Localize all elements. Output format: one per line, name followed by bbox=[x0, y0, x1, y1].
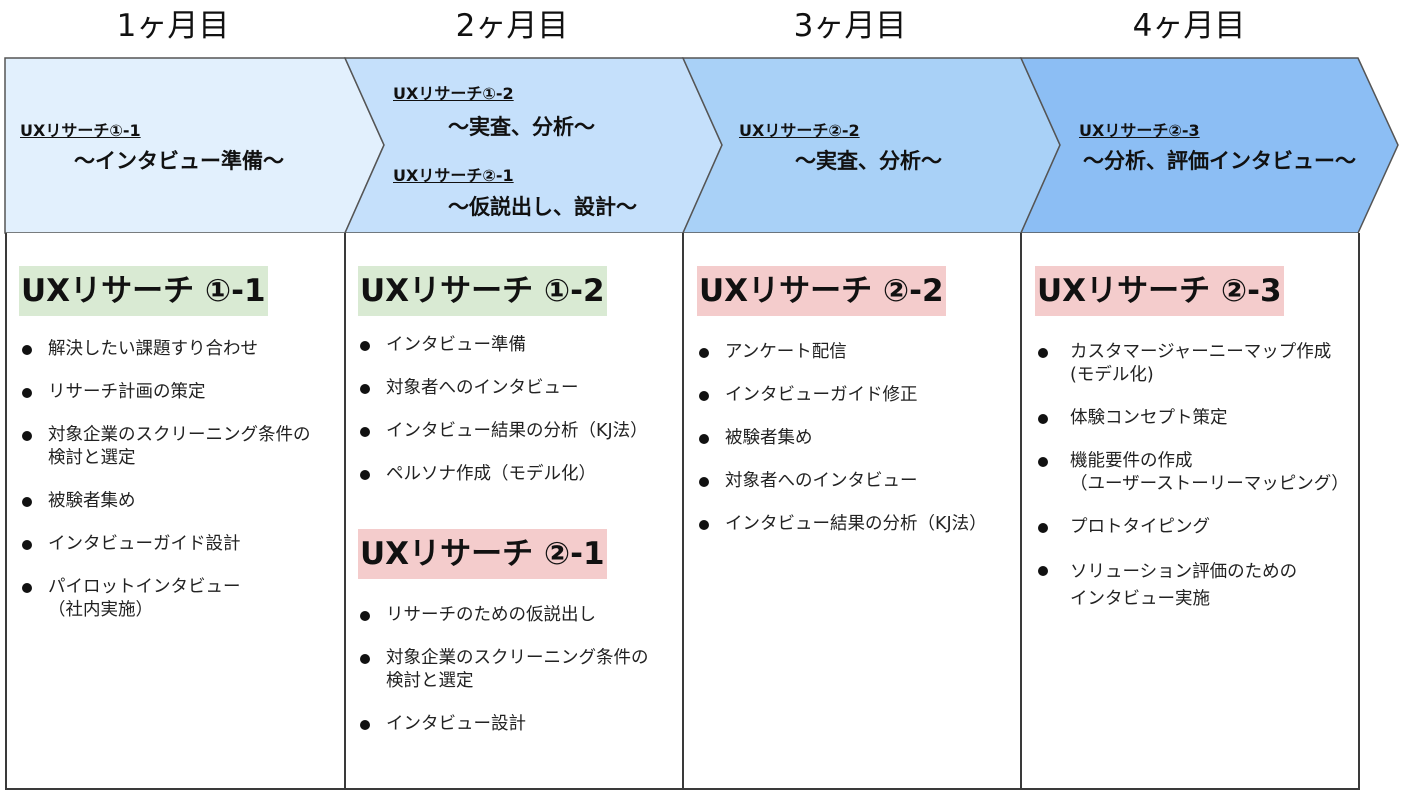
month-label-2: 2ヶ月目 bbox=[455, 8, 569, 44]
phase-3-code: UXリサーチ②-2 bbox=[739, 121, 860, 140]
list-item: 対象企業のスクリーニング条件の検討と選定 bbox=[358, 647, 649, 693]
list-item: プロトタイピング bbox=[1036, 516, 1349, 539]
list-item: リサーチのための仮説出し bbox=[358, 604, 649, 627]
phase-2b-code: UXリサーチ②-1 bbox=[393, 166, 514, 185]
list-item: インタビュー結果の分析（KJ法） bbox=[697, 513, 987, 536]
list-item: 対象企業のスクリーニング条件の検討と選定 bbox=[20, 424, 311, 470]
month-label-1: 1ヶ月目 bbox=[116, 8, 230, 44]
month-label-3: 3ヶ月目 bbox=[793, 8, 907, 44]
section-badge: UXリサーチ ①-2 bbox=[358, 266, 607, 316]
phase-1-code: UXリサーチ①-1 bbox=[20, 121, 141, 140]
list-item: インタビュー設計 bbox=[358, 713, 649, 736]
task-list: カスタマージャーニーマップ作成(モデル化) 体験コンセプト策定 機能要件の作成（… bbox=[1036, 341, 1349, 613]
list-item: インタビューガイド修正 bbox=[697, 384, 987, 407]
list-item: 対象者へのインタビュー bbox=[697, 470, 987, 493]
phase-3-title: ～実査、分析～ bbox=[795, 149, 942, 173]
month-label-4: 4ヶ月目 bbox=[1132, 8, 1246, 44]
list-item: 解決したい課題すり合わせ bbox=[20, 338, 311, 361]
list-item: 被験者集め bbox=[20, 490, 311, 513]
list-item: リサーチ計画の策定 bbox=[20, 381, 311, 404]
section-badge: UXリサーチ ②-2 bbox=[697, 266, 946, 316]
section-badge: UXリサーチ ①-1 bbox=[19, 266, 268, 316]
phase-4-title: ～分析、評価インタビュー～ bbox=[1083, 149, 1356, 173]
task-list: アンケート配信 インタビューガイド修正 被験者集め 対象者へのインタビュー イン… bbox=[697, 341, 987, 536]
list-item: ソリューション評価のための インタビュー実施 bbox=[1036, 559, 1349, 613]
month-3-column bbox=[682, 233, 1022, 790]
list-item: ペルソナ作成（モデル化） bbox=[358, 463, 648, 486]
section-badge: UXリサーチ ②-3 bbox=[1035, 266, 1284, 316]
month-1-column bbox=[5, 233, 346, 790]
list-item: インタビュー準備 bbox=[358, 334, 648, 357]
task-list: 解決したい課題すり合わせ リサーチ計画の策定 対象企業のスクリーニング条件の検討… bbox=[20, 338, 311, 622]
phase-chevron-1 bbox=[4, 57, 385, 234]
task-list: リサーチのための仮説出し 対象企業のスクリーニング条件の検討と選定 インタビュー… bbox=[358, 604, 649, 736]
list-item: 被験者集め bbox=[697, 427, 987, 450]
list-item: インタビューガイド設計 bbox=[20, 533, 311, 556]
phase-chevron-band bbox=[4, 57, 1399, 234]
list-item: アンケート配信 bbox=[697, 341, 987, 364]
phase-4-code: UXリサーチ②-3 bbox=[1079, 121, 1200, 140]
month-4-column bbox=[1020, 233, 1360, 790]
phase-2a-title: ～実査、分析～ bbox=[448, 115, 595, 139]
list-item: カスタマージャーニーマップ作成(モデル化) bbox=[1036, 341, 1349, 387]
list-item: パイロットインタビュー（社内実施） bbox=[20, 576, 311, 622]
phase-chevron-4 bbox=[1019, 57, 1399, 234]
task-list: インタビュー準備 対象者へのインタビュー インタビュー結果の分析（KJ法） ペル… bbox=[358, 334, 648, 486]
phase-chevron-3 bbox=[681, 57, 1061, 234]
list-item: 機能要件の作成（ユーザーストーリーマッピング） bbox=[1036, 450, 1349, 496]
list-item: インタビュー結果の分析（KJ法） bbox=[358, 420, 648, 443]
phase-1-title: ～インタビュー準備～ bbox=[74, 149, 284, 173]
phase-2b-title: ～仮説出し、設計～ bbox=[448, 195, 637, 219]
list-item: 対象者へのインタビュー bbox=[358, 377, 648, 400]
section-badge: UXリサーチ ②-1 bbox=[358, 529, 607, 579]
list-item: 体験コンセプト策定 bbox=[1036, 407, 1349, 430]
phase-2a-code: UXリサーチ①-2 bbox=[393, 84, 514, 103]
